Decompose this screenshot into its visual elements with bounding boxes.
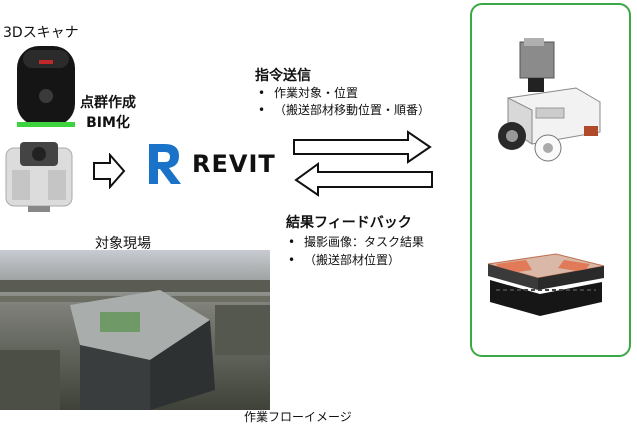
result-item: 撮影画像：タスク結果 <box>288 233 424 250</box>
scanner-label: 3Dスキャナ <box>3 25 79 41</box>
robot-panel <box>470 3 631 357</box>
arrow-right-icon <box>293 130 432 164</box>
site-aerial-photo <box>0 250 270 410</box>
process-label: 点群作成 BIM化 <box>80 95 136 131</box>
tracked-carrier-image <box>487 253 605 316</box>
site-label: 対象現場 <box>95 236 151 252</box>
arrow-right-icon <box>93 153 126 189</box>
result-item: （搬送部材位置） <box>288 251 400 268</box>
arrow-left-icon <box>294 162 433 197</box>
revit-text: REVIT <box>192 150 276 178</box>
result-title: 結果フィードバック <box>286 215 412 231</box>
command-item: 作業対象・位置 <box>258 84 358 101</box>
camera-robot-image <box>498 38 601 162</box>
command-item: （搬送部材移動位置・順番） <box>258 101 430 118</box>
exchange-arrows <box>293 130 433 197</box>
rtc-scanner-image <box>5 142 73 212</box>
blk-scanner-image <box>17 46 75 127</box>
command-title: 指令送信 <box>255 68 311 84</box>
caption: 作業フローイメージ <box>244 410 352 424</box>
revit-logo-icon <box>149 144 181 184</box>
